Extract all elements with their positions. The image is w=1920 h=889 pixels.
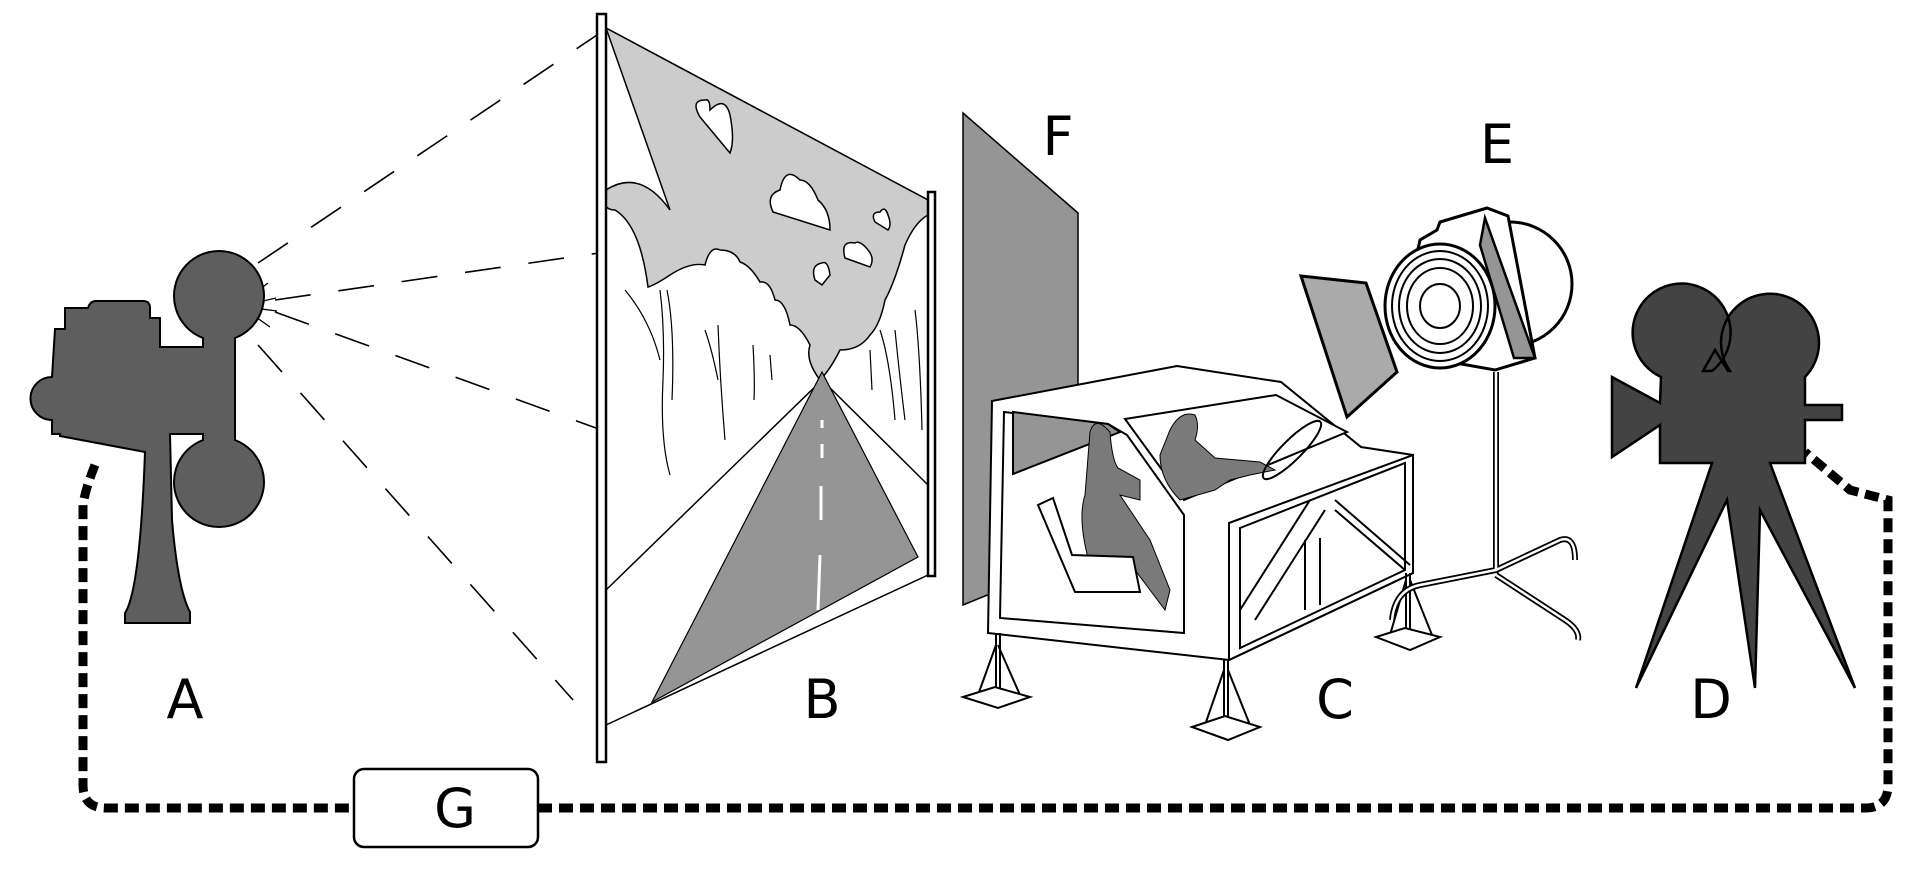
camera-icon — [1610, 282, 1857, 689]
road — [650, 370, 919, 704]
cloud-icon — [769, 173, 831, 232]
projection-screen — [595, 12, 937, 764]
steering-wheel — [1261, 419, 1323, 481]
cloud-icon — [843, 241, 873, 268]
reflector-panel — [1298, 274, 1399, 420]
cloud-icon — [812, 261, 831, 287]
projector-icon — [29, 250, 265, 624]
driver-silhouette — [1159, 413, 1277, 501]
lamp-stand — [1389, 372, 1582, 641]
label-c: C — [1316, 668, 1354, 731]
cloud-icon — [872, 208, 891, 231]
sync-cable-right — [538, 448, 1893, 813]
label-g: G — [434, 777, 476, 840]
car-mockup — [959, 364, 1444, 742]
label-a: A — [167, 668, 204, 731]
label-b: B — [803, 668, 840, 731]
car-stand-front-right — [1188, 660, 1263, 742]
cloud-icon — [695, 98, 734, 155]
sky — [603, 26, 929, 382]
label-d: D — [1690, 668, 1732, 731]
lamp-icon — [1298, 206, 1582, 641]
sync-unit: G — [352, 767, 540, 849]
sync-cable-left — [78, 463, 354, 813]
label-f: F — [1042, 105, 1073, 168]
car-stand-front-left — [959, 633, 1034, 710]
label-e: E — [1480, 113, 1514, 176]
barn-door — [1478, 213, 1537, 360]
